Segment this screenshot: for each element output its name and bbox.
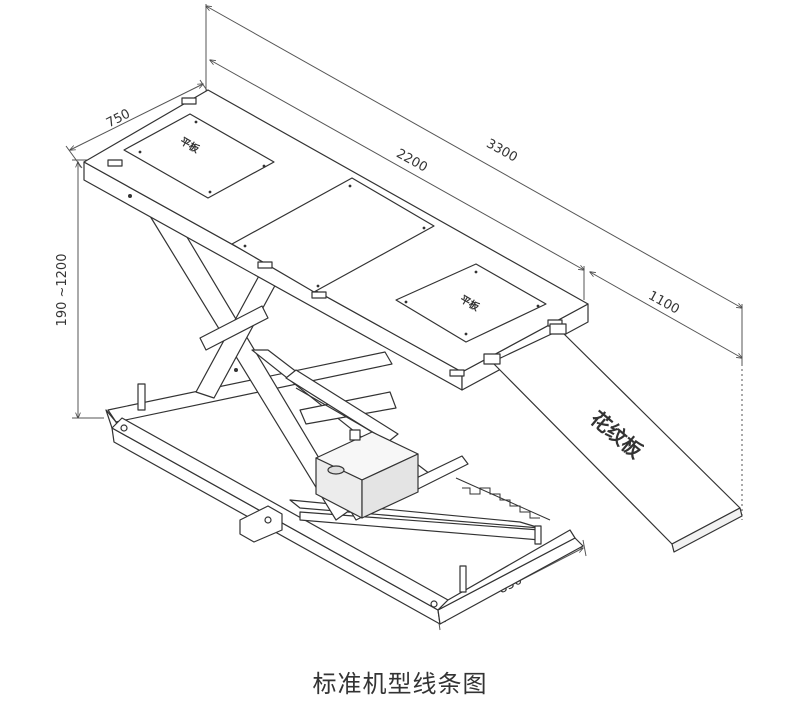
figure-caption: 标准机型线条图: [312, 670, 488, 698]
dim-width-label: 750: [104, 107, 133, 132]
pump-motor-box: [315, 429, 419, 519]
screw-dots: [128, 120, 540, 372]
middle-cover: [231, 177, 435, 293]
dim-height-label: 190 ~1200: [55, 254, 70, 327]
safety-lock-rack: [455, 477, 551, 521]
front-plate: [123, 113, 275, 199]
base-frame: [105, 351, 584, 625]
top-platform: [83, 89, 589, 391]
ramp: [483, 323, 743, 553]
dim-platform-length-label: 2200: [394, 146, 430, 175]
scissor-arms: [149, 211, 469, 521]
dim-total-length-label: 3300: [484, 136, 520, 165]
rear-plate: [395, 263, 547, 343]
